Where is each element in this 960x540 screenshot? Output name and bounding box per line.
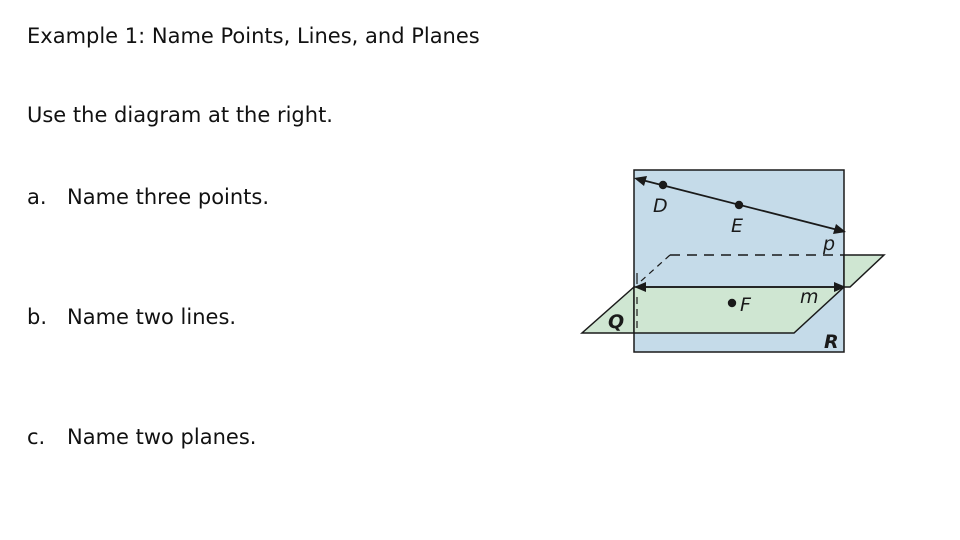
question-a: a. Name three points. — [27, 185, 269, 209]
question-marker: b. — [27, 305, 48, 329]
plane-q-hidden-side — [639, 254, 671, 283]
question-marker: a. — [27, 185, 47, 209]
question-text: Name three points. — [67, 185, 270, 209]
geometry-diagram: D E F p m Q R — [580, 169, 886, 353]
instruction-text: Use the diagram at the right. — [27, 103, 333, 127]
question-c: c. Name two planes. — [27, 425, 256, 449]
question-text: Name two planes. — [67, 425, 257, 449]
label-m: m — [800, 286, 819, 308]
label-r: R — [824, 331, 839, 353]
question-marker: c. — [27, 425, 46, 449]
line-m-arrow-right — [834, 282, 846, 292]
point-e — [734, 200, 744, 210]
label-f: F — [740, 294, 752, 316]
line-m-arrow-left — [634, 282, 646, 292]
slide-title: Example 1: Name Points, Lines, and Plane… — [27, 24, 480, 48]
label-p: p — [822, 233, 835, 255]
line-p-arrow-left — [634, 176, 647, 186]
question-text: Name two lines. — [67, 305, 237, 329]
plane-q-right — [843, 254, 886, 288]
label-d: D — [653, 195, 668, 217]
point-d — [658, 180, 668, 190]
point-f — [727, 298, 737, 308]
question-b: b. Name two lines. — [27, 305, 236, 329]
label-q: Q — [608, 311, 624, 333]
label-e: E — [731, 215, 743, 237]
line-p-arrow-right — [833, 224, 846, 234]
